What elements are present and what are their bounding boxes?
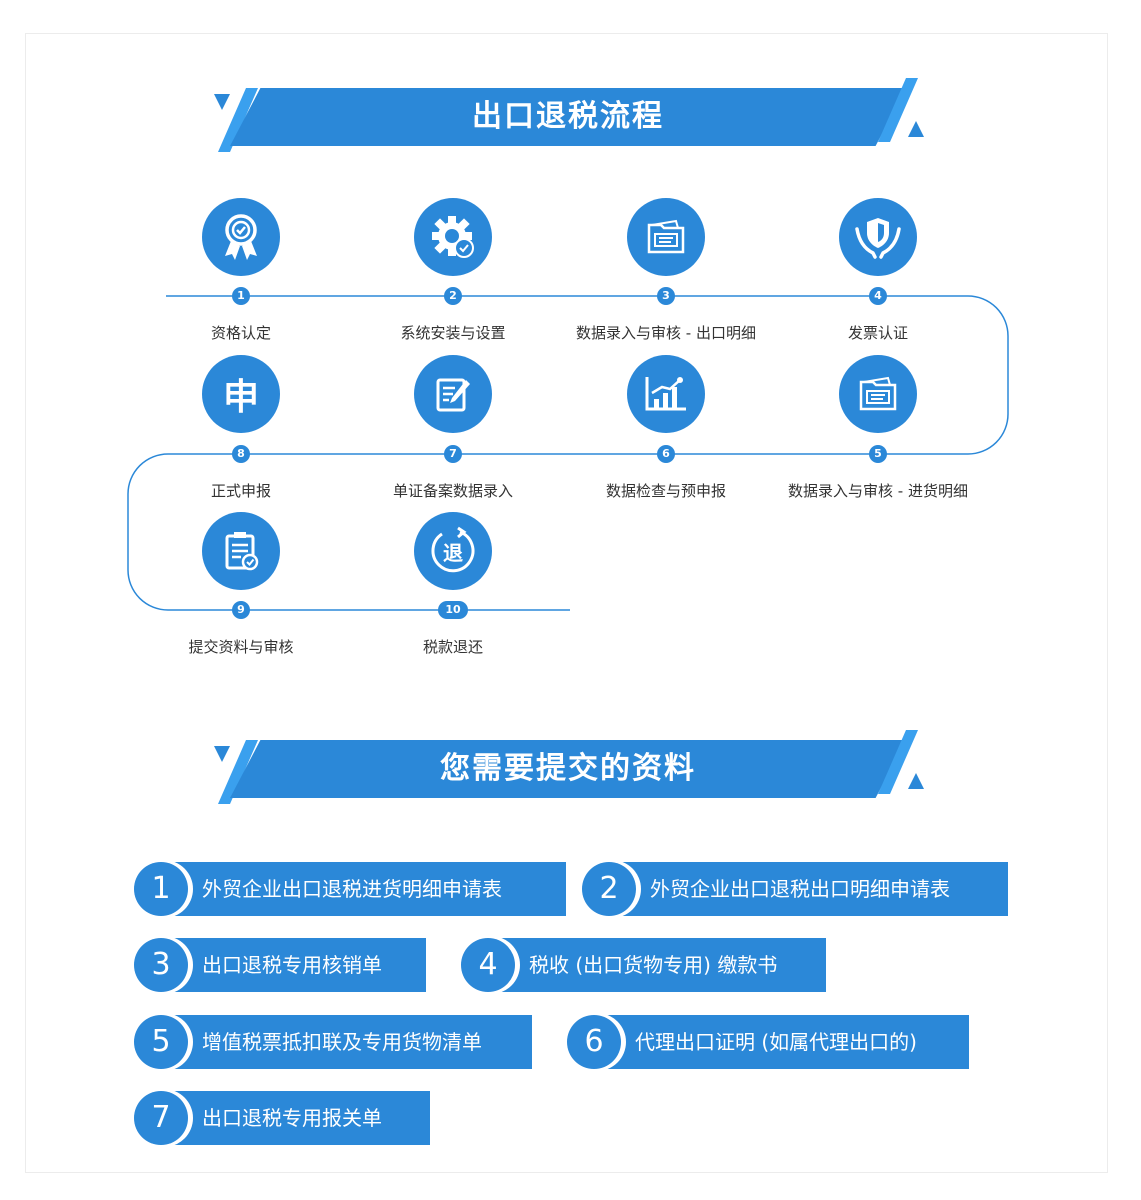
material-number: 1 xyxy=(134,862,188,916)
materials-banner: 您需要提交的资料 xyxy=(210,730,930,810)
step-label: 数据检查与预申报 xyxy=(605,482,726,500)
step-label: 系统安装与设置 xyxy=(400,324,506,342)
material-item: 6 代理出口证明 (如属代理出口的) xyxy=(567,1015,969,1069)
banner-band xyxy=(230,88,906,146)
material-number: 6 xyxy=(567,1015,621,1069)
step-number: 6 xyxy=(657,445,675,463)
material-bar xyxy=(481,938,826,992)
material-text: 外贸企业出口退税出口明细申请表 xyxy=(650,877,950,901)
step-number: 2 xyxy=(444,287,462,305)
award-ribbon-icon xyxy=(202,198,280,276)
step-number: 9 xyxy=(232,601,250,619)
material-item: 1 外贸企业出口退税进货明细申请表 xyxy=(134,862,566,916)
step-number: 5 xyxy=(869,445,887,463)
material-item: 5 增值税票抵扣联及专用货物清单 xyxy=(134,1015,532,1069)
material-bar xyxy=(154,938,426,992)
checklist-icon xyxy=(202,512,280,590)
material-bar xyxy=(154,1015,532,1069)
material-item: 2 外贸企业出口退税出口明细申请表 xyxy=(582,862,1008,916)
material-text: 增值税票抵扣联及专用货物清单 xyxy=(202,1030,482,1054)
material-bar xyxy=(602,862,1008,916)
step-label: 税款退还 xyxy=(422,638,483,656)
materials-title: 您需要提交的资料 xyxy=(440,751,696,786)
banner-band xyxy=(230,740,906,798)
step-label: 提交资料与审核 xyxy=(188,638,294,656)
material-number: 7 xyxy=(134,1091,188,1145)
folder-card-icon xyxy=(839,355,917,433)
shen-char-icon: 申 xyxy=(202,355,280,433)
folder-card-icon xyxy=(627,198,705,276)
refund-glyph: 退 xyxy=(443,540,463,565)
step-number: 3 xyxy=(657,287,675,305)
material-bar xyxy=(154,862,566,916)
step-number: 4 xyxy=(869,287,887,305)
material-item: 4 税收 (出口货物专用) 缴款书 xyxy=(461,938,826,992)
material-number: 4 xyxy=(461,938,515,992)
shen-glyph: 申 xyxy=(222,377,259,418)
step-label: 正式申报 xyxy=(210,482,271,500)
gear-check-icon xyxy=(414,198,492,276)
process-flow-lines xyxy=(127,295,1009,611)
step-label: 单证备案数据录入 xyxy=(392,482,513,500)
step-number: 8 xyxy=(232,445,250,463)
step-number: 7 xyxy=(444,445,462,463)
step-label: 资格认定 xyxy=(210,324,271,342)
material-bar xyxy=(587,1015,969,1069)
material-number: 3 xyxy=(134,938,188,992)
step-number: 10 xyxy=(438,601,468,619)
hands-shield-icon xyxy=(839,198,917,276)
material-item: 3 出口退税专用核销单 xyxy=(134,938,426,992)
bar-chart-icon xyxy=(627,355,705,433)
edit-document-icon xyxy=(414,355,492,433)
material-text: 出口退税专用核销单 xyxy=(202,953,382,977)
step-label: 发票认证 xyxy=(847,324,908,342)
material-text: 代理出口证明 (如属代理出口的) xyxy=(635,1030,917,1054)
step-label: 数据录入与审核 - 进货明细 xyxy=(788,482,968,500)
material-text: 出口退税专用报关单 xyxy=(202,1106,382,1130)
process-banner: 出口退税流程 xyxy=(210,78,930,158)
refund-icon: 退 xyxy=(414,512,492,590)
step-number: 1 xyxy=(232,287,250,305)
material-text: 税收 (出口货物专用) 缴款书 xyxy=(529,953,778,977)
material-number: 5 xyxy=(134,1015,188,1069)
material-bar xyxy=(154,1091,430,1145)
material-number: 2 xyxy=(582,862,636,916)
process-title: 出口退税流程 xyxy=(472,99,664,134)
material-text: 外贸企业出口退税进货明细申请表 xyxy=(202,877,502,901)
content-frame xyxy=(25,33,1108,1173)
step-label: 数据录入与审核 - 出口明细 xyxy=(576,324,756,342)
material-item: 7 出口退税专用报关单 xyxy=(134,1091,430,1145)
